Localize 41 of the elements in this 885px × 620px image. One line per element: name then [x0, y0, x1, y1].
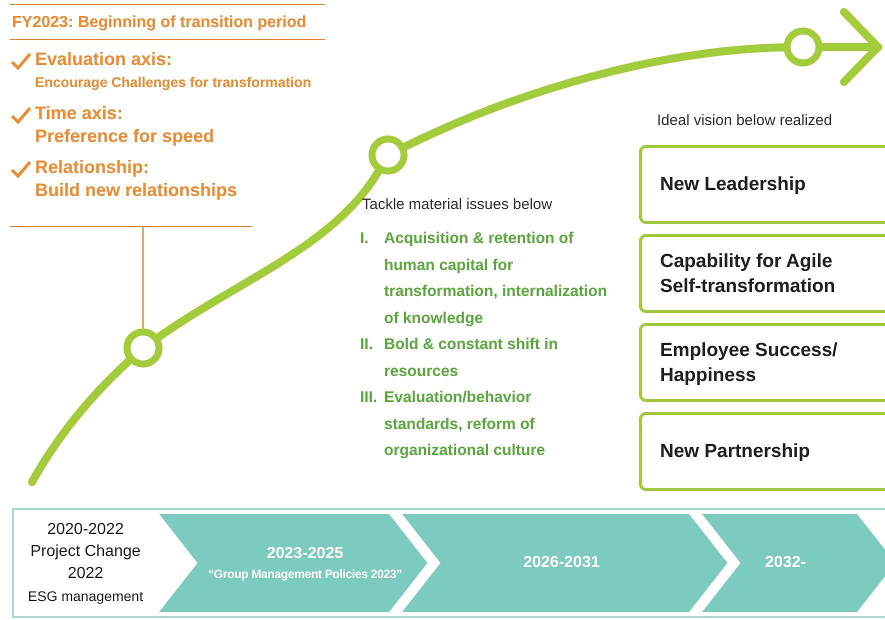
list-number: II. — [360, 335, 374, 355]
growth-arrow — [819, 8, 882, 86]
panel-heading: FY2023: Beginning of transition period — [10, 5, 325, 40]
list-number: III. — [360, 388, 378, 408]
item-title: Time axis: — [35, 102, 124, 125]
section-note: Ideal vision below realized — [657, 112, 832, 129]
list-item: Evaluation/behavior standards, reform of organizational culture — [384, 388, 546, 461]
period-label: 2026-2031 — [523, 553, 600, 573]
vision-box — [639, 145, 885, 224]
period-label: 2032- — [765, 553, 806, 573]
vision-box — [639, 323, 885, 402]
leader-line — [142, 226, 144, 329]
year-label: 2022 — [68, 564, 104, 584]
vision-box — [639, 234, 885, 313]
growth-curve — [28, 358, 132, 486]
growth-curve — [155, 168, 382, 341]
item-text: Preference for speed — [35, 125, 214, 148]
vision-box — [639, 412, 885, 491]
period-label: 2023-2025 — [266, 544, 344, 564]
year-label: 2020-2022 — [47, 520, 124, 540]
vision-text: Employee Success/ Happiness — [660, 338, 838, 388]
item-text: Build new relationships — [35, 179, 238, 202]
milestone-circle — [368, 135, 408, 175]
milestone-circle — [123, 328, 163, 368]
item-title: Evaluation axis: — [35, 48, 174, 71]
policy-title: “Group Management Policies 2023” — [208, 566, 402, 583]
item-text: Encourage Challenges for transformation — [35, 73, 312, 92]
summary-panel — [10, 4, 325, 227]
milestone-circle — [783, 27, 823, 67]
period-text: ESG management — [28, 587, 144, 606]
section-note: Tackle material issues below — [362, 196, 552, 213]
vision-text: New Leadership — [660, 173, 807, 197]
item-title: Relationship: — [35, 156, 150, 179]
list-item: Acquisition & retention of human capital for transformation, internalization of knowledge — [384, 229, 608, 328]
vision-text: New Partnership — [660, 440, 811, 464]
period-text: Project Change — [30, 542, 141, 562]
list-number: I. — [360, 229, 370, 249]
list-item: Bold & constant shift in resources — [384, 335, 559, 382]
growth-curve — [402, 43, 787, 150]
timeline-band — [12, 508, 885, 618]
vision-text: Capability for Agile Self-transformation — [660, 250, 836, 298]
